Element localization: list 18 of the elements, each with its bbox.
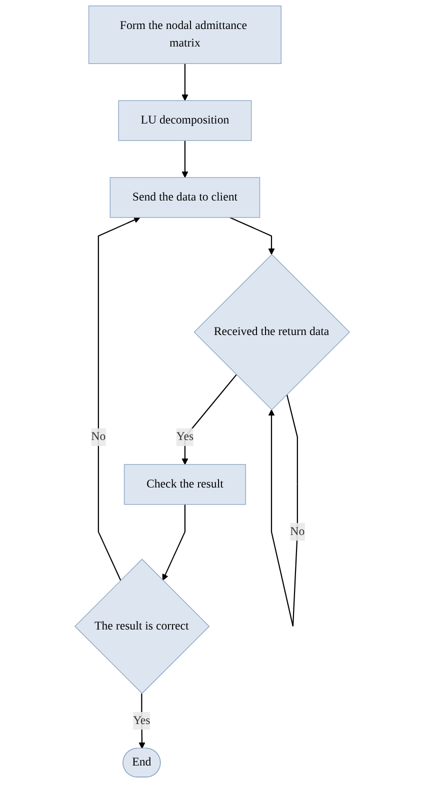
node-diamond: The result is correct	[74, 558, 210, 694]
edge-label: No	[290, 525, 304, 538]
arrow	[268, 394, 298, 626]
arrow	[181, 140, 188, 178]
node-box: LU decomposition	[118, 100, 252, 141]
edge-label: Yes	[132, 714, 150, 727]
arrow	[181, 374, 237, 465]
arrow	[181, 64, 188, 101]
arrow	[162, 504, 186, 581]
edge-label: No	[90, 430, 106, 444]
node-box: Form the nodal admittance matrix	[88, 6, 282, 64]
node-box: Send the data to client	[110, 177, 260, 218]
node-diamond: Received the return data	[193, 254, 350, 410]
arrow	[98, 216, 140, 580]
edge-label: Yes	[176, 430, 194, 444]
arrow	[138, 693, 145, 749]
node-box: Check the result	[124, 464, 246, 505]
arrow	[229, 216, 275, 255]
